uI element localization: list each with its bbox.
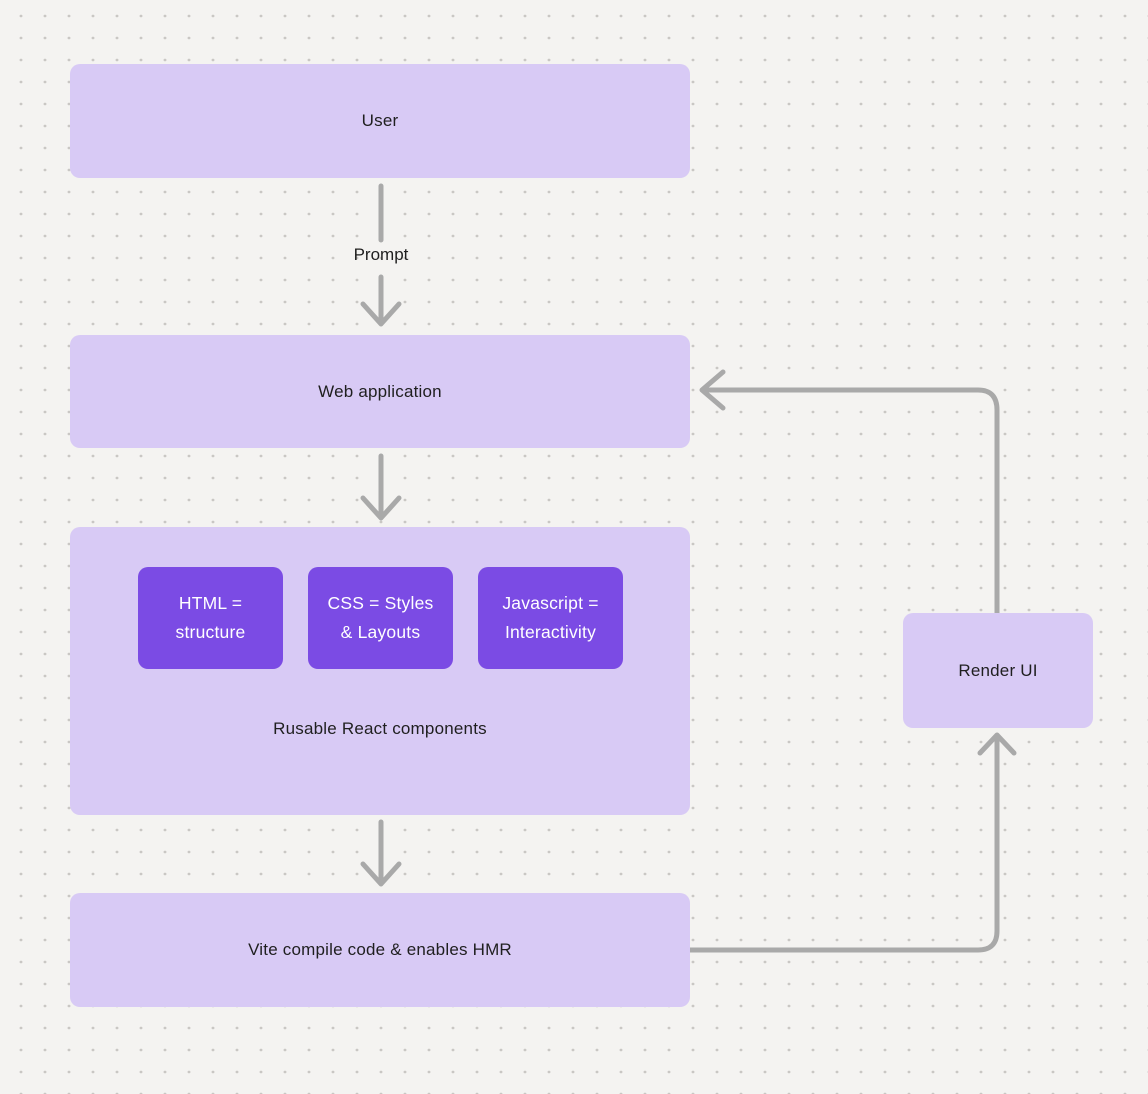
chip-html[interactable]: HTML = structure — [138, 567, 283, 669]
node-user[interactable]: User — [70, 64, 690, 178]
node-vite[interactable]: Vite compile code & enables HMR — [70, 893, 690, 1007]
chip-javascript[interactable]: Javascript = Interactivity — [478, 567, 623, 669]
node-render-ui-label: Render UI — [958, 660, 1038, 680]
node-user-label: User — [361, 111, 399, 130]
node-vite-label: Vite compile code & enables HMR — [248, 940, 512, 959]
components-group-label: Rusable React components — [273, 719, 487, 738]
node-web-application[interactable]: Web application — [70, 335, 690, 448]
chip-javascript-line2: Interactivity — [504, 622, 597, 642]
chip-css[interactable]: CSS = Styles & Layouts — [308, 567, 453, 669]
node-web-application-label: Web application — [318, 381, 442, 401]
node-render-ui[interactable]: Render UI — [903, 613, 1093, 728]
chip-html-line2: structure — [175, 622, 246, 642]
arrow-render-ui-to-webapp — [699, 369, 1000, 616]
chip-html-line1: HTML = — [178, 593, 243, 613]
arrow-user-to-webapp — [360, 183, 402, 327]
chip-css-line1: CSS = Styles — [327, 593, 434, 613]
chip-css-line2: & Layouts — [340, 622, 421, 642]
edge-label-prompt: Prompt — [353, 245, 409, 264]
arrow-webapp-to-components — [360, 453, 402, 521]
chip-javascript-line1: Javascript = — [502, 593, 599, 613]
arrow-components-to-vite — [360, 819, 402, 887]
arrow-vite-to-render-ui — [686, 732, 1017, 953]
node-components-group[interactable]: HTML = structure CSS = Styles & Layouts … — [70, 527, 690, 815]
